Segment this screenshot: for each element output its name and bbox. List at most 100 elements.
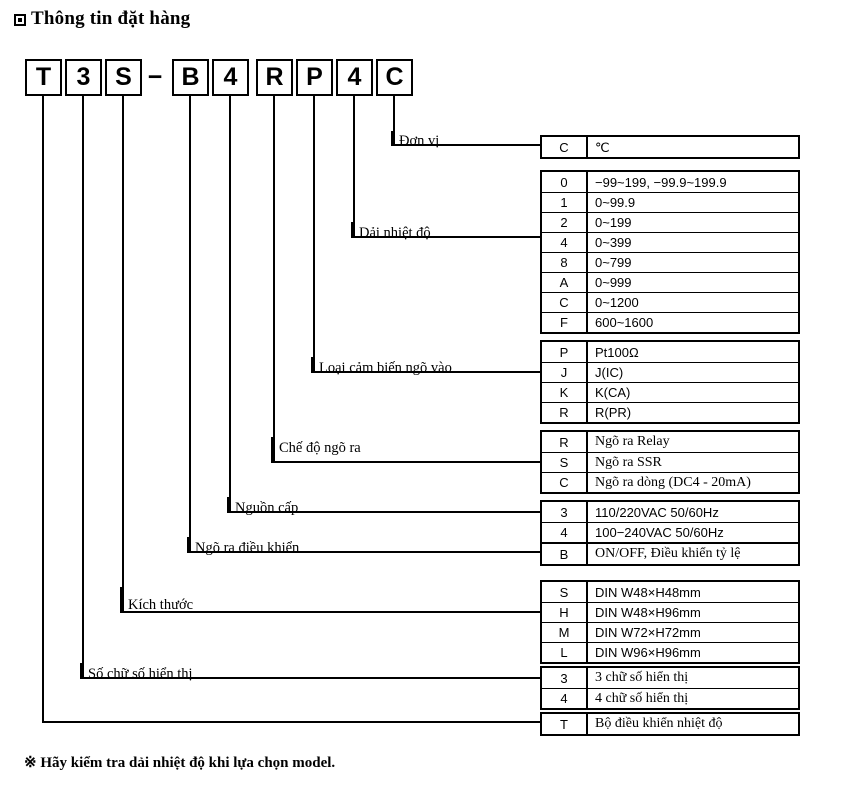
code-box-1[interactable]: T (25, 59, 62, 96)
row-desc: DIN W48×H96mm (595, 605, 701, 620)
row-code: 3 (542, 502, 588, 522)
leader-line-power-supply-horizontal (229, 511, 540, 513)
table-row[interactable]: 4 4 chữ số hiển thị (542, 688, 798, 708)
page-title: Thông tin đặt hàng (14, 8, 190, 30)
table-temp-range: 0 −99~199, −99.9~199.9 1 0~99.9 2 0~199 … (540, 170, 800, 334)
row-code: 0 (542, 172, 588, 192)
table-product: T Bộ điều khiển nhiệt độ (540, 712, 800, 736)
table-row[interactable]: T Bộ điều khiển nhiệt độ (542, 714, 798, 734)
row-code: 8 (542, 253, 588, 272)
table-row[interactable]: F 600~1600 (542, 312, 798, 332)
label-digits: Số chữ số hiển thị (88, 666, 193, 682)
label-unit: Đơn vị (399, 133, 440, 149)
label-output-mode: Chế độ ngõ ra (279, 440, 361, 456)
leader-line-sensor-type-elbow (311, 357, 313, 373)
leader-line-sensor-type-horizontal (313, 371, 540, 373)
row-code: B (542, 544, 588, 564)
row-desc: DIN W48×H48mm (595, 584, 701, 600)
code-box-8[interactable]: 4 (336, 59, 373, 96)
table-row[interactable]: C ℃ (542, 137, 798, 157)
code-box-6[interactable]: R (256, 59, 293, 96)
table-row[interactable]: H DIN W48×H96mm (542, 602, 798, 622)
table-row[interactable]: C Ngõ ra dòng (DC4 - 20mA) (542, 472, 798, 492)
table-row[interactable]: B ON/OFF, Điều khiển tỷ lệ (542, 544, 798, 564)
leader-line-size-elbow (120, 587, 122, 613)
label-size: Kích thước (128, 597, 194, 613)
row-desc: ℃ (595, 139, 610, 155)
code-box-3[interactable]: S (105, 59, 142, 96)
row-code: P (542, 342, 588, 362)
row-code: 4 (542, 233, 588, 252)
table-row[interactable]: R R(PR) (542, 402, 798, 422)
table-row[interactable]: 3 3 chữ số hiển thị (542, 668, 798, 688)
table-sensor-type: P Pt100Ω J J(IC) K K(CA) R R(PR) (540, 340, 800, 424)
leader-line-temp-range-elbow (351, 222, 353, 238)
row-desc: 0~99.9 (595, 195, 636, 210)
table-row[interactable]: L DIN W96×H96mm (542, 642, 798, 662)
label-power-supply: Nguồn cấp (235, 500, 299, 516)
leader-line-temp-range-vertical (353, 96, 355, 238)
leader-line-unit-horizontal (393, 144, 540, 146)
row-code: 1 (542, 193, 588, 212)
row-desc: R(PR) (595, 405, 632, 420)
row-code: L (542, 643, 588, 662)
row-desc: DIN W96×H96mm (595, 645, 701, 660)
leader-line-output-mode-horizontal (273, 461, 540, 463)
table-row[interactable]: M DIN W72×H72mm (542, 622, 798, 642)
row-code: C (542, 137, 588, 157)
row-desc: 0~999 (595, 275, 632, 290)
leader-line-control-output-vertical (189, 96, 191, 553)
table-row[interactable]: 0 −99~199, −99.9~199.9 (542, 172, 798, 192)
row-desc: Ngõ ra SSR (595, 454, 662, 470)
table-power-supply: 3 110/220VAC 50/60Hz 4 100−240VAC 50/60H… (540, 500, 800, 544)
leader-line-digits-horizontal (82, 677, 540, 679)
page-title-text: Thông tin đặt hàng (31, 8, 191, 29)
row-code: 4 (542, 523, 588, 542)
row-desc: Ngõ ra dòng (DC4 - 20mA) (595, 474, 751, 490)
code-box-2[interactable]: 3 (65, 59, 102, 96)
row-code: H (542, 603, 588, 622)
code-box-5[interactable]: 4 (212, 59, 249, 96)
row-code: K (542, 383, 588, 402)
row-code: 2 (542, 213, 588, 232)
code-box-4[interactable]: B (172, 59, 209, 96)
table-row[interactable]: 3 110/220VAC 50/60Hz (542, 502, 798, 522)
leader-line-temp-range-horizontal (353, 236, 540, 238)
table-row[interactable]: C 0~1200 (542, 292, 798, 312)
row-desc: Bộ điều khiển nhiệt độ (595, 716, 723, 731)
leader-line-control-output-horizontal (189, 551, 540, 553)
table-row[interactable]: S DIN W48×H48mm (542, 582, 798, 602)
row-code: 4 (542, 689, 588, 708)
leader-line-unit-vertical (393, 96, 395, 146)
row-code: T (542, 714, 588, 734)
leader-line-control-output-elbow (187, 537, 189, 553)
table-row[interactable]: K K(CA) (542, 382, 798, 402)
table-row[interactable]: R Ngõ ra Relay (542, 432, 798, 452)
row-code: F (542, 313, 588, 332)
table-row[interactable]: S Ngõ ra SSR (542, 452, 798, 472)
table-row[interactable]: 8 0~799 (542, 252, 798, 272)
code-separator-dash: − (147, 63, 163, 91)
leader-line-power-supply-elbow (227, 497, 229, 513)
table-row[interactable]: 1 0~99.9 (542, 192, 798, 212)
table-row[interactable]: A 0~999 (542, 272, 798, 292)
table-output-mode: R Ngõ ra Relay S Ngõ ra SSR C Ngõ ra dòn… (540, 430, 800, 494)
table-row[interactable]: J J(IC) (542, 362, 798, 382)
row-desc: ON/OFF, Điều khiển tỷ lệ (595, 546, 741, 561)
table-row[interactable]: 4 0~399 (542, 232, 798, 252)
row-desc: 110/220VAC 50/60Hz (595, 504, 719, 520)
row-code: C (542, 293, 588, 312)
code-box-9[interactable]: C (376, 59, 413, 96)
row-desc: DIN W72×H72mm (595, 625, 701, 640)
code-box-7[interactable]: P (296, 59, 333, 96)
table-unit: C ℃ (540, 135, 800, 159)
row-code: J (542, 363, 588, 382)
row-code: S (542, 582, 588, 602)
row-code: M (542, 623, 588, 642)
table-row[interactable]: 4 100−240VAC 50/60Hz (542, 522, 798, 542)
table-row[interactable]: P Pt100Ω (542, 342, 798, 362)
footnote: ※ Hãy kiểm tra dải nhiệt độ khi lựa chọn… (24, 755, 336, 771)
table-row[interactable]: 2 0~199 (542, 212, 798, 232)
label-temp-range: Dải nhiệt độ (359, 225, 431, 241)
